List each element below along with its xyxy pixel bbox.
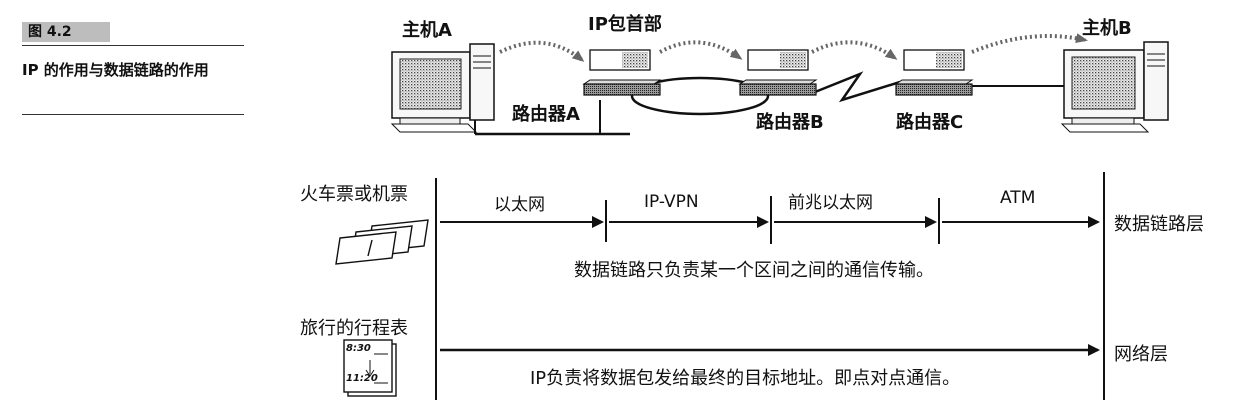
- router-c-icon: [894, 79, 974, 96]
- caption-top-rule: [22, 45, 244, 46]
- network-layer-description: IP负责将数据包发给最终的目标地址。即点对点通信。: [530, 368, 961, 389]
- itinerary-icon: [343, 339, 397, 397]
- router-b-icon: [738, 79, 818, 96]
- host-a-label: 主机A: [402, 20, 452, 41]
- data-link-description: 数据链路只负责某一个区间之间的通信传输。: [574, 260, 934, 281]
- segment-label-gigabit-ethernet: 前兆以太网: [788, 193, 873, 213]
- host-b-label: 主机B: [1082, 18, 1132, 39]
- segment-label-ethernet: 以太网: [494, 195, 545, 215]
- host-a-computer-icon: [390, 43, 495, 133]
- ip-packet-icon: [589, 49, 651, 71]
- figure-label: 图 4.2: [22, 22, 110, 42]
- ip-header-label: IP包首部: [588, 14, 662, 35]
- ip-packet-icon: [903, 49, 965, 71]
- itinerary-time-end: 11:20: [346, 373, 378, 384]
- network-layer-label: 网络层: [1114, 344, 1168, 365]
- host-b-computer-icon: [1060, 41, 1169, 133]
- caption-bottom-rule: [22, 114, 244, 115]
- figure-caption: IP 的作用与数据链路的作用: [22, 61, 209, 79]
- ticket-icon: [335, 219, 429, 265]
- router-c-label: 路由器C: [896, 112, 964, 133]
- ip-packet-icon: [747, 49, 809, 71]
- network-links: [474, 71, 1064, 136]
- segment-label-ip-vpn: IP-VPN: [644, 192, 699, 212]
- layer-separators: [435, 172, 1105, 400]
- router-b-label: 路由器B: [756, 112, 824, 133]
- router-a-icon: [582, 79, 662, 96]
- data-link-layer-label: 数据链路层: [1114, 214, 1204, 235]
- itinerary-label: 旅行的行程表: [300, 318, 408, 339]
- packet-flow-arrows: [499, 33, 1088, 62]
- tickets-label: 火车票或机票: [300, 184, 408, 205]
- segment-label-atm: ATM: [1000, 188, 1036, 208]
- itinerary-time-start: 8:30: [346, 343, 371, 354]
- router-a-label: 路由器A: [512, 104, 580, 125]
